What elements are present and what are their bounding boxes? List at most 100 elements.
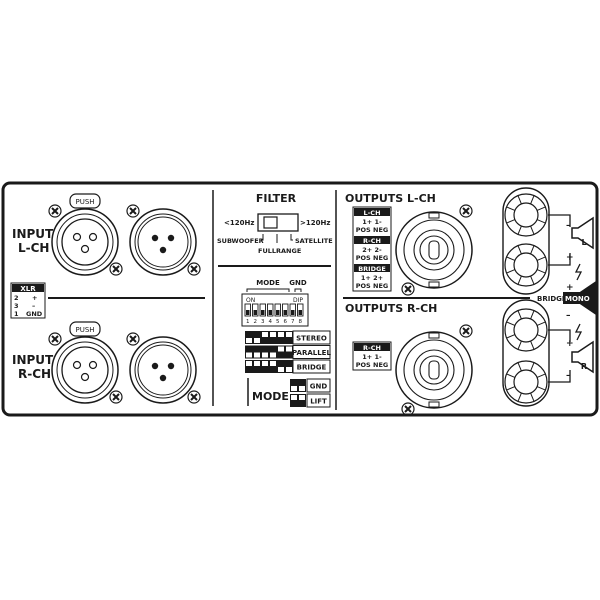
xlr-male-right[interactable] xyxy=(129,336,197,404)
terminal-minus: – xyxy=(566,371,571,381)
svg-text:8: 8 xyxy=(299,319,303,325)
switch-position-up xyxy=(246,361,252,366)
dip-switch-2[interactable]: 2 xyxy=(252,303,259,325)
svg-text:3: 3 xyxy=(261,319,265,325)
terminal-plus: + xyxy=(566,283,574,293)
screw-icon xyxy=(109,262,123,276)
mode-row-parallel: PARALLEL xyxy=(245,345,331,359)
switch-position-down xyxy=(299,386,305,391)
binding-post[interactable] xyxy=(504,360,548,404)
switch-position-up xyxy=(262,332,268,337)
svg-text:5: 5 xyxy=(276,319,280,325)
mode-row-stereo: STEREO xyxy=(245,330,331,345)
xlr-legend: XLR 2 + 3 – 1 GND xyxy=(10,282,46,319)
svg-text:LIFT: LIFT xyxy=(310,398,327,406)
svg-text:2: 2 xyxy=(14,294,19,302)
screw-icon xyxy=(187,262,201,276)
binding-post[interactable] xyxy=(504,243,548,287)
xlr-female-right[interactable]: PUSH xyxy=(51,321,119,404)
bridge-label: BRIDGE xyxy=(537,295,567,303)
svg-text:+: + xyxy=(32,294,37,302)
screw-icon xyxy=(126,204,140,218)
switch-position-down xyxy=(254,338,260,343)
svg-text:GND: GND xyxy=(26,310,43,318)
screw-icon xyxy=(109,390,123,404)
dip-switch-1[interactable]: 1 xyxy=(244,303,251,325)
dip-brackets xyxy=(246,288,302,292)
svg-text:1+ 1-: 1+ 1- xyxy=(362,218,382,226)
switch-position-up xyxy=(270,361,276,366)
input-r-label: INPUT xyxy=(12,353,54,367)
svg-text:XLR: XLR xyxy=(20,285,36,293)
speakon-output-right[interactable] xyxy=(395,331,473,409)
xlr-male-left[interactable] xyxy=(129,208,197,276)
screw-icon xyxy=(459,204,473,218)
svg-text:R-CH: R-CH xyxy=(363,344,381,352)
switch-position-down xyxy=(278,367,284,372)
svg-text:POS NEG: POS NEG xyxy=(356,226,388,234)
screw-icon xyxy=(48,204,62,218)
svg-text:POS NEG: POS NEG xyxy=(356,361,388,369)
svg-text:2+ 2-: 2+ 2- xyxy=(362,246,382,254)
switch-position-up xyxy=(262,361,268,366)
dip-switch-6[interactable]: 6 xyxy=(282,303,289,325)
ground-mode-row-gnd: GND xyxy=(290,378,331,393)
switch-position-up xyxy=(254,361,260,366)
binding-post-housing xyxy=(502,299,550,407)
speakon-output-left[interactable] xyxy=(395,211,473,289)
svg-text:ON: ON xyxy=(246,297,255,304)
filter-switch[interactable] xyxy=(257,213,299,232)
switch-position-down xyxy=(270,352,276,358)
xlr-female-left[interactable]: PUSH xyxy=(51,193,119,276)
terminal-minus: – xyxy=(566,311,571,321)
mono-label: MONO xyxy=(565,295,590,303)
filter-high-label: >120Hz xyxy=(300,219,330,227)
binding-post[interactable] xyxy=(504,308,548,352)
switch-position-up xyxy=(299,395,305,400)
svg-text:STEREO: STEREO xyxy=(296,335,327,343)
screw-icon xyxy=(126,332,140,346)
switch-position-up xyxy=(278,332,284,337)
dip-mode-label: MODE xyxy=(256,279,280,287)
speaker-left-label: L xyxy=(581,238,586,247)
switch-position-up xyxy=(270,332,276,337)
speaker-wiring xyxy=(548,214,596,383)
push-latch-button[interactable]: PUSH xyxy=(69,321,101,337)
filter-pointer-lines xyxy=(261,234,293,243)
dip-gnd-label: GND xyxy=(289,279,307,287)
svg-text:PARALLEL: PARALLEL xyxy=(292,349,331,357)
dip-switch-8[interactable]: 8 xyxy=(297,303,304,325)
switch-position-up xyxy=(278,346,284,352)
ground-mode-row-lift: LIFT xyxy=(290,393,331,408)
dip-switch-5[interactable]: 5 xyxy=(274,303,281,325)
svg-text:1+ 2+: 1+ 2+ xyxy=(361,274,383,282)
dip-switch-7[interactable]: 7 xyxy=(289,303,296,325)
svg-text:–: – xyxy=(32,302,35,310)
switch-position-up xyxy=(291,395,297,400)
svg-text:1: 1 xyxy=(246,319,250,325)
binding-post[interactable] xyxy=(504,193,548,237)
screw-icon xyxy=(401,402,415,416)
svg-text:1: 1 xyxy=(14,310,19,318)
output-legend-right: R-CH1+ 1-POS NEG xyxy=(352,341,392,371)
svg-text:R-CH: R-CH xyxy=(363,237,381,245)
outputs-l-title: OUTPUTS L-CH xyxy=(345,192,436,205)
svg-text:POS NEG: POS NEG xyxy=(356,282,388,290)
svg-text:2: 2 xyxy=(254,319,258,325)
dip-switch-4[interactable]: 4 xyxy=(267,303,274,325)
switch-position-down xyxy=(291,386,297,391)
push-latch-button[interactable]: PUSH xyxy=(69,193,101,209)
dip-switch-3[interactable]: 3 xyxy=(259,303,266,325)
speaker-right-icon xyxy=(571,340,594,374)
lightning-icon xyxy=(574,263,583,341)
svg-text:3: 3 xyxy=(14,302,19,310)
speaker-left-icon xyxy=(571,216,594,250)
input-l-label: INPUT xyxy=(12,227,54,241)
svg-text:6: 6 xyxy=(284,319,288,325)
svg-text:PUSH: PUSH xyxy=(75,326,94,334)
terminal-plus: + xyxy=(566,339,574,349)
terminal-plus: + xyxy=(566,253,574,263)
